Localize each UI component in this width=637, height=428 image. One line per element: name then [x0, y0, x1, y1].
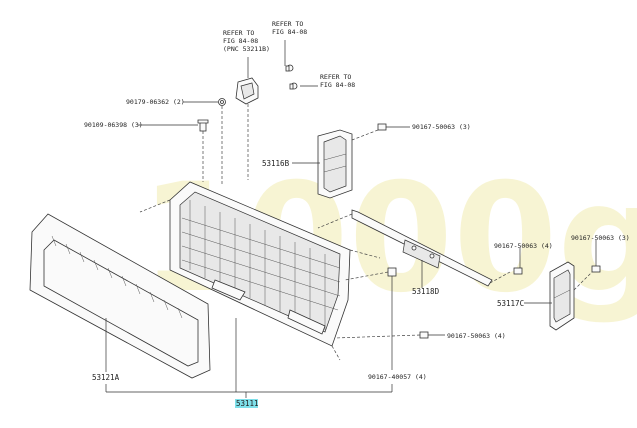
label-53117c: 53117C	[497, 299, 524, 308]
bracket-53116b	[317, 129, 353, 199]
bracket-53117c	[549, 261, 575, 331]
label-53116b: 53116B	[262, 159, 290, 168]
grille-frame-53111	[169, 181, 351, 347]
label-90167-top: 90167-50063 (3)	[412, 123, 471, 131]
refer-mid-line2: FIG 84-08	[272, 28, 307, 36]
refer-right-line2: FIG 84-08	[320, 81, 355, 89]
label-53111-highlight	[235, 399, 258, 408]
refer-left-line2: FIG 84-08	[223, 37, 258, 45]
refer-left-line3: (PNC 53211B)	[223, 45, 270, 53]
refer-right-line1: REFER TO	[320, 73, 351, 81]
label-90109: 90109-06398 (3)	[84, 121, 143, 129]
upper-bracket-assembly	[197, 64, 298, 132]
refer-mid-line1: REFER TO	[272, 20, 303, 28]
grille-cover-53121a	[29, 213, 211, 379]
label-90167-40057: 90167-40057 (4)	[368, 373, 427, 381]
label-53118d: 53118D	[412, 287, 440, 296]
label-53121a: 53121A	[92, 373, 120, 382]
label-90167-right: 90167-50063 (3)	[571, 234, 630, 242]
label-53111: 53111	[236, 399, 259, 408]
label-90179: 90179-06362 (2)	[126, 98, 185, 106]
label-90167-low: 90167-50063 (4)	[447, 332, 506, 340]
refer-left-line1: REFER TO	[223, 29, 254, 37]
label-90167-mid: 90167-50063 (4)	[494, 242, 553, 250]
